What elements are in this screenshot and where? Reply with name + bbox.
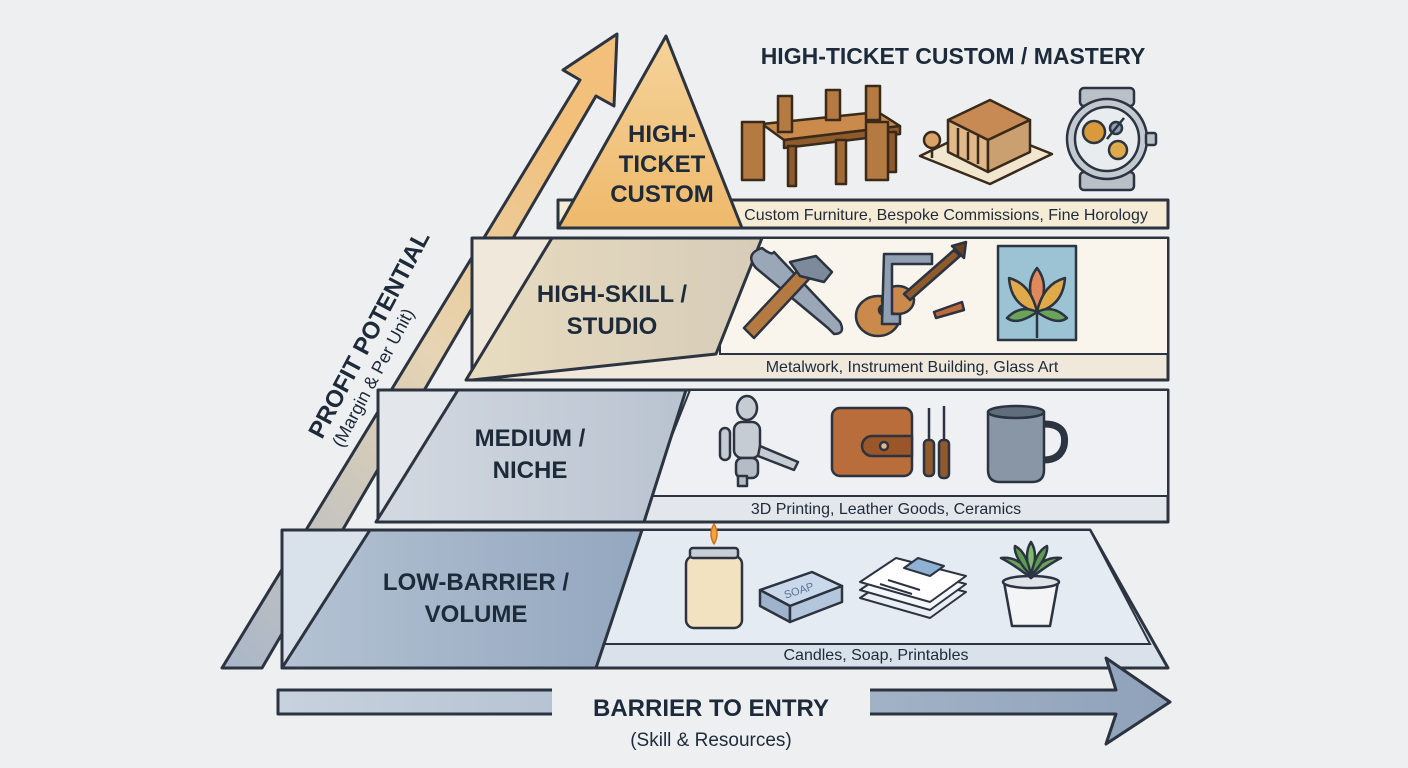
top-tier-heading: HIGH-TICKET CUSTOM / MASTERY — [761, 43, 1146, 69]
tier-shapes — [280, 34, 764, 670]
leather-wallet-icon — [830, 406, 914, 478]
leather-tools-icon — [922, 406, 951, 480]
tier-shape-3 — [374, 388, 688, 524]
building-model-icon — [918, 98, 1054, 186]
tier-2-examples: Metalwork, Instrument Building, Glass Ar… — [766, 359, 1059, 376]
stained-glass-icon — [996, 244, 1078, 342]
printables-stack-icon — [859, 557, 967, 619]
tier-2-line-2: STUDIO — [567, 313, 658, 340]
succulent-pot-icon — [999, 540, 1063, 628]
dining-table-icon — [740, 84, 902, 188]
tier-shape-2 — [464, 236, 764, 382]
ceramic-mug-icon — [986, 404, 1069, 484]
tier-3-examples: 3D Printing, Leather Goods, Ceramics — [751, 501, 1021, 518]
tier-1-line-3: CUSTOM — [610, 181, 714, 208]
tier-4-examples: Candles, Soap, Printables — [784, 647, 969, 664]
guitar-clamp-icon — [854, 240, 968, 338]
tier-shape-1 — [556, 34, 744, 230]
x-axis-title: BARRIER TO ENTRY — [593, 695, 829, 722]
mechanical-watch-icon — [1065, 86, 1158, 192]
candle-jar-icon — [684, 523, 744, 630]
hammer-wrench-icon — [742, 246, 844, 340]
mannequin-figure-icon — [718, 394, 800, 488]
tier-4-line-1: LOW-BARRIER / — [383, 569, 569, 596]
tier-titles: HIGH- TICKET CUSTOM HIGH-SKILL / STUDIO … — [383, 121, 714, 628]
tier-3-line-1: MEDIUM / — [475, 425, 586, 452]
tier-2-line-1: HIGH-SKILL / — [537, 281, 688, 308]
tier-examples: Custom Furniture, Bespoke Commissions, F… — [744, 207, 1148, 664]
soap-bar-icon: SOAP — [758, 570, 844, 624]
tier-1-examples: Custom Furniture, Bespoke Commissions, F… — [744, 207, 1148, 224]
x-axis-subtitle: (Skill & Resources) — [630, 730, 792, 751]
x-axis-arrow — [276, 656, 1172, 746]
tier-3-line-2: NICHE — [493, 457, 568, 484]
tier-1-line-1: HIGH- — [628, 121, 696, 148]
tier-1-line-2: TICKET — [619, 151, 706, 178]
tier-4-line-2: VOLUME — [425, 601, 528, 628]
tier-shape-4 — [280, 528, 644, 670]
